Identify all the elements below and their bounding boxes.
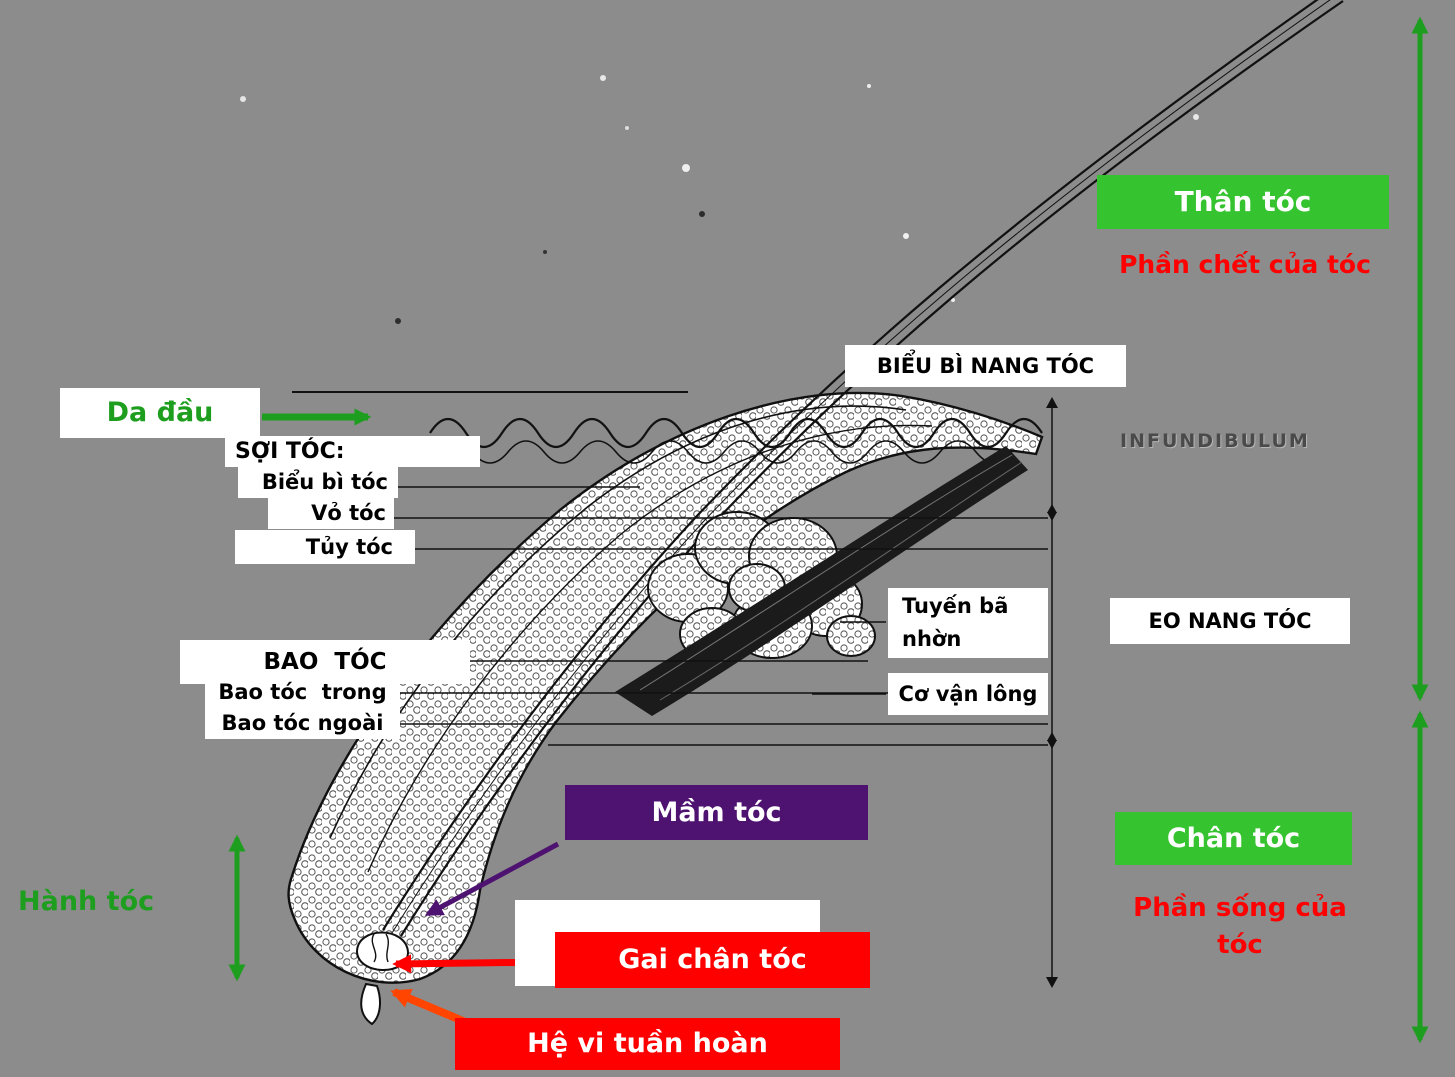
label-tuy-toc: Tủy tóc [235, 530, 415, 564]
label-bao-toc-trong: Bao tóc trong [205, 677, 400, 708]
label-he-vi-tuan-hoan: Hệ vi tuần hoàn [455, 1018, 840, 1070]
label-bao-toc: BAO TÓC [180, 640, 470, 684]
mam-toc-arrow [424, 841, 560, 917]
label-soi-toc: SỢI TÓC: [225, 436, 480, 467]
label-tuyen-ba-nhon: Tuyến bã nhờn [888, 588, 1048, 658]
pointer-lines [394, 486, 1048, 746]
label-da-dau: Da đầu [60, 388, 260, 438]
label-than-toc: Thân tóc [1097, 175, 1389, 229]
label-phan-chet-cua-toc: Phần chết của tóc [1119, 250, 1371, 279]
capillary-hook [360, 982, 381, 1026]
label-chan-toc: Chân tóc [1115, 812, 1352, 865]
label-co-van-long: Cơ vận lông [888, 673, 1048, 715]
label-bao-toc-ngoai: Bao tóc ngoài [205, 708, 400, 739]
label-bieu-bi-nang-toc: BIỂU BÌ NANG TÓC [845, 345, 1126, 387]
label-vo-toc: Vỏ tóc [268, 498, 394, 529]
dimension-line [1046, 397, 1058, 988]
label-infundibulum: INFUNDIBULUM [1120, 430, 1310, 452]
label-hanh-toc: Hành tóc [18, 886, 155, 917]
label-gai-chan-toc: Gai chân tóc [555, 932, 870, 988]
arrector-pili-muscle [615, 446, 1028, 716]
label-phan-song-cua-toc: Phần sống của tóc [1133, 893, 1347, 960]
hair-shaft [382, 0, 1344, 937]
label-eo-nang-toc: EO NANG TÓC [1110, 598, 1350, 644]
label-mam-toc: Mầm tóc [565, 785, 868, 840]
label-bieu-bi-toc: Biểu bì tóc [238, 467, 398, 498]
follicle-body [287, 391, 1044, 984]
epidermis-surface [292, 391, 1043, 464]
